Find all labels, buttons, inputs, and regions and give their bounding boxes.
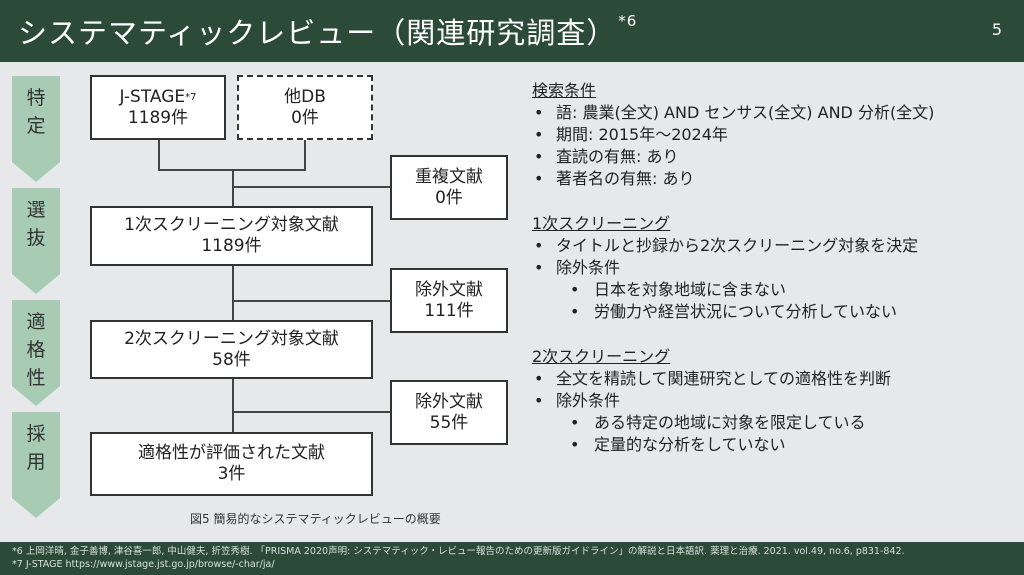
list-subitem: 日本を対象地域に含まない [532, 279, 1012, 301]
screening2-list: 全文を精読して関連研究としての適格性を判断 除外条件 ある特定の地域に対象を限定… [532, 368, 1012, 456]
search-conditions-heading: 検索条件 [532, 81, 597, 100]
list-item: 語: 農業(全文) AND センサス(全文) AND 分析(全文) [532, 102, 1012, 124]
connector-otherdb-down [304, 139, 306, 170]
phase-eligibility: 適 格 性 [12, 300, 60, 406]
list-item: 著者名の有無: あり [532, 168, 1012, 190]
box-exclude2: 除外文献 55件 [390, 380, 508, 445]
screening2-heading: 2次スクリーニング [532, 347, 671, 366]
connector-to-duplicate [232, 186, 391, 188]
box-other-db: 他DB 0件 [237, 75, 373, 140]
footer-references: *6 上岡洋晴, 金子善博, 津谷喜一郎, 中山健夫, 折笠秀樹. 「PRISM… [0, 542, 1024, 575]
screening1-heading: 1次スクリーニング [532, 214, 671, 233]
list-subitem: 労働力や経営状況について分析していない [532, 301, 1012, 323]
connector-screen2-to-eligible [232, 378, 234, 433]
phase-included: 採 用 [12, 412, 60, 518]
connector-to-exclude2 [232, 411, 391, 413]
list-subitem: ある特定の地域に対象を限定している [532, 412, 1012, 434]
box-jstage: J-STAGE*7 1189件 [90, 75, 226, 140]
jstage-footnote-ref: *7 [185, 91, 197, 103]
connector-jstage-down [158, 139, 160, 170]
screening1-list: タイトルと抄録から2次スクリーニング対象を決定 除外条件 日本を対象地域に含まな… [532, 235, 1012, 323]
title-bar: システマティックレビュー（関連研究調査）*6 5 [0, 0, 1024, 62]
list-item: 期間: 2015年〜2024年 [532, 124, 1012, 146]
criteria-panel: 検索条件 語: 農業(全文) AND センサス(全文) AND 分析(全文) 期… [532, 80, 1012, 456]
reference-7: *7 J-STAGE https://www.jstage.jst.go.jp/… [12, 559, 275, 570]
box-exclude1: 除外文献 111件 [390, 268, 508, 333]
phase-screening: 選 抜 [12, 188, 60, 294]
slide-title: システマティックレビュー（関連研究調査）*6 [18, 12, 638, 50]
connector-to-exclude1 [232, 300, 391, 302]
list-item: 除外条件 [532, 257, 1012, 279]
list-item: 査読の有無: あり [532, 146, 1012, 168]
connector-screen1-to-screen2 [232, 265, 234, 321]
list-item: 全文を精読して関連研究としての適格性を判断 [532, 368, 1012, 390]
reference-6: *6 上岡洋晴, 金子善博, 津谷喜一郎, 中山健夫, 折笠秀樹. 「PRISM… [12, 546, 905, 557]
figure-caption: 図5 簡易的なシステマティックレビューの概要 [190, 512, 441, 526]
list-item: 除外条件 [532, 390, 1012, 412]
page-number: 5 [991, 20, 1002, 39]
box-screen2: 2次スクリーニング対象文献 58件 [90, 320, 373, 379]
title-footnote-ref: *6 [618, 12, 638, 30]
list-item: タイトルと抄録から2次スクリーニング対象を決定 [532, 235, 1012, 257]
box-duplicate: 重複文献 0件 [390, 155, 508, 220]
phase-identification: 特 定 [12, 76, 60, 182]
box-screen1: 1次スクリーニング対象文献 1189件 [90, 206, 373, 266]
box-eligible: 適格性が評価された文献 3件 [90, 432, 373, 496]
list-subitem: 定量的な分析をしていない [532, 434, 1012, 456]
search-conditions-list: 語: 農業(全文) AND センサス(全文) AND 分析(全文) 期間: 20… [532, 102, 1012, 190]
connector-to-screen1 [232, 169, 234, 207]
